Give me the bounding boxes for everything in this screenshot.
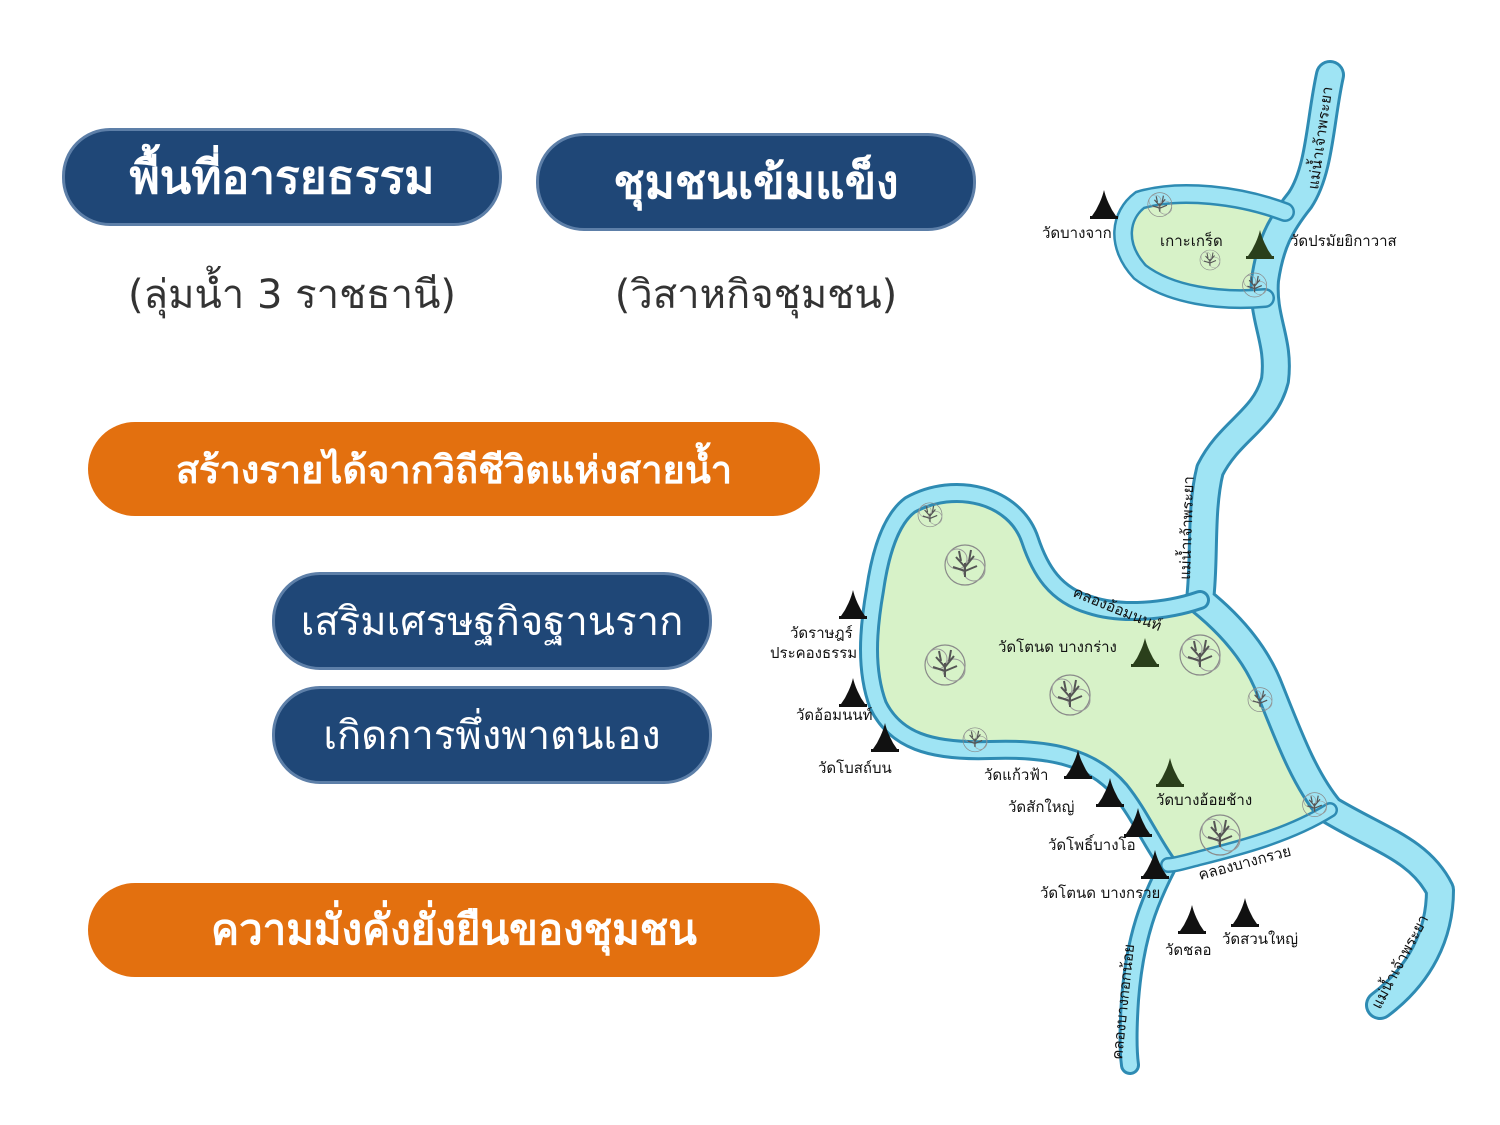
heritage-area-label: พื้นที่อารยธรรม [129,149,435,204]
income-pill: สร้างรายได้จากวิถีชีวิตแห่งสายน้ำ [88,422,820,516]
label-ko-kret: เกาะเกร็ด [1160,231,1223,250]
chao-phraya-river [1185,60,1455,1020]
prosperity-label: ความมั่งคั่งยั่งยืนของชุมชน [210,905,698,954]
ko-kret-island [1131,194,1275,297]
label-wat-poramai: วัดปรมัยยิกาวาส [1290,232,1397,250]
label-wat-bot-bon: วัดโบสถ์บน [818,759,892,777]
label-wat-suan-yai: วัดสวนใหญ่ [1222,930,1298,948]
label-wat-rat-line1: วัดราษฎร์ [790,624,853,642]
label-wat-kaew-fa: วัดแก้วฟ้า [984,766,1048,784]
self-reliance-pill: เกิดการพึ่งพาตนเอง [272,686,712,784]
river-label-middle: แม่น้ำเจ้าพระยา [1174,476,1198,580]
bang-kruai-canal [1160,802,1338,873]
temple-icon [1178,905,1206,934]
heritage-area-pill: พื้นที่อารยธรรม [62,128,502,226]
label-wat-rat-line2: ประคองธรรม [770,644,857,662]
label-wat-bang-oi-chang: วัดบางอ้อยช้าง [1156,791,1252,809]
ko-kret-channel [1113,184,1295,310]
heritage-area-subtitle: (ลุ่มน้ำ 3 ราชธานี) [127,272,457,318]
economy-pill: เสริมเศรษฐกิจฐานราก [272,572,712,670]
nonthaburi-land [871,493,1335,864]
label-wat-bang-chak: วัดบางจาก [1042,224,1112,242]
prosperity-pill: ความมั่งคั่งยั่งยืนของชุมชน [88,883,820,977]
label-wat-sak-yai: วัดสักใหญ่ [1008,798,1074,816]
temple-icon [1231,898,1259,927]
strong-community-subtitle: (วิสาหกิจชุมชน) [614,272,898,318]
strong-community-label: ชุมชนเข้มแข็ง [613,154,899,209]
self-reliance-label: เกิดการพึ่งพาตนเอง [323,713,661,759]
temple-icon [1090,190,1118,219]
income-label: สร้างรายได้จากวิถีชีวิตแห่งสายน้ำ [175,447,733,492]
label-wat-tonnot-bang-krang: วัดโตนด บางกร่าง [998,638,1117,656]
label-wat-tonnot-bang-kruai: วัดโตนด บางกรวย [1040,884,1160,902]
label-wat-chalo: วัดชลอ [1165,941,1212,959]
strong-community-pill: ชุมชนเข้มแข็ง [536,133,976,231]
om-non-loop [859,482,1210,1075]
label-wat-om-non: วัดอ้อมนนท์ [796,706,872,724]
economy-label: เสริมเศรษฐกิจฐานราก [300,599,684,645]
label-wat-pho-bang-o: วัดโพธิ์บางโอ [1048,834,1136,854]
